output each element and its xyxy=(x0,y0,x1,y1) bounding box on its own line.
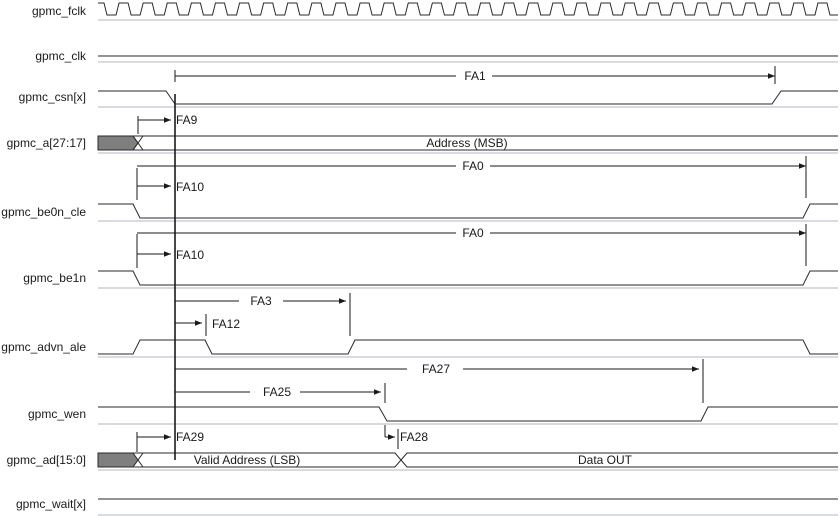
signal-label-csn: gpmc_csn[x] xyxy=(19,90,86,104)
signal-label-fclk: gpmc_fclk xyxy=(32,4,87,18)
a-bus-waveform xyxy=(132,135,838,151)
signal-label-be0n: gpmc_be0n_cle xyxy=(1,205,86,219)
fa28-label: FA28 xyxy=(400,430,428,444)
fa0-be0n-label: FA0 xyxy=(462,159,484,173)
a-invalid-region xyxy=(97,135,139,151)
fa12-label: FA12 xyxy=(212,317,240,331)
csn-waveform xyxy=(98,90,838,105)
fa3-label: FA3 xyxy=(250,294,272,308)
signal-label-wen: gpmc_wen xyxy=(28,407,86,421)
fclk-waveform xyxy=(98,2,838,16)
signal-label-ad: gpmc_ad[15:0] xyxy=(7,453,86,467)
be0n-waveform xyxy=(98,203,838,219)
be1n-waveform xyxy=(98,270,838,286)
ad-invalid-region xyxy=(97,452,139,468)
fa9-label: FA9 xyxy=(176,113,198,127)
fa25-label: FA25 xyxy=(263,385,291,399)
signal-label-clk: gpmc_clk xyxy=(35,49,87,63)
fa29-label: FA29 xyxy=(176,430,204,444)
fa27-label: FA27 xyxy=(422,362,450,376)
ad-bus-waveform xyxy=(133,452,838,468)
a-bus-text: Address (MSB) xyxy=(426,136,507,150)
signal-label-wait: gpmc_wait[x] xyxy=(16,497,86,511)
fa10-be1n-label: FA10 xyxy=(176,248,204,262)
signal-label-advn: gpmc_advn_ale xyxy=(1,340,86,354)
ad-bus-text-address: Valid Address (LSB) xyxy=(194,453,301,467)
advn-waveform xyxy=(98,339,838,355)
wen-waveform xyxy=(98,406,838,422)
signal-label-a: gpmc_a[27:17] xyxy=(7,136,86,150)
ad-bus-text-data: Data OUT xyxy=(578,453,633,467)
fa10-be0n-label: FA10 xyxy=(176,180,204,194)
signal-label-be1n: gpmc_be1n xyxy=(23,271,86,285)
fa0-be1n-label: FA0 xyxy=(462,226,484,240)
fa1-label: FA1 xyxy=(464,69,486,83)
